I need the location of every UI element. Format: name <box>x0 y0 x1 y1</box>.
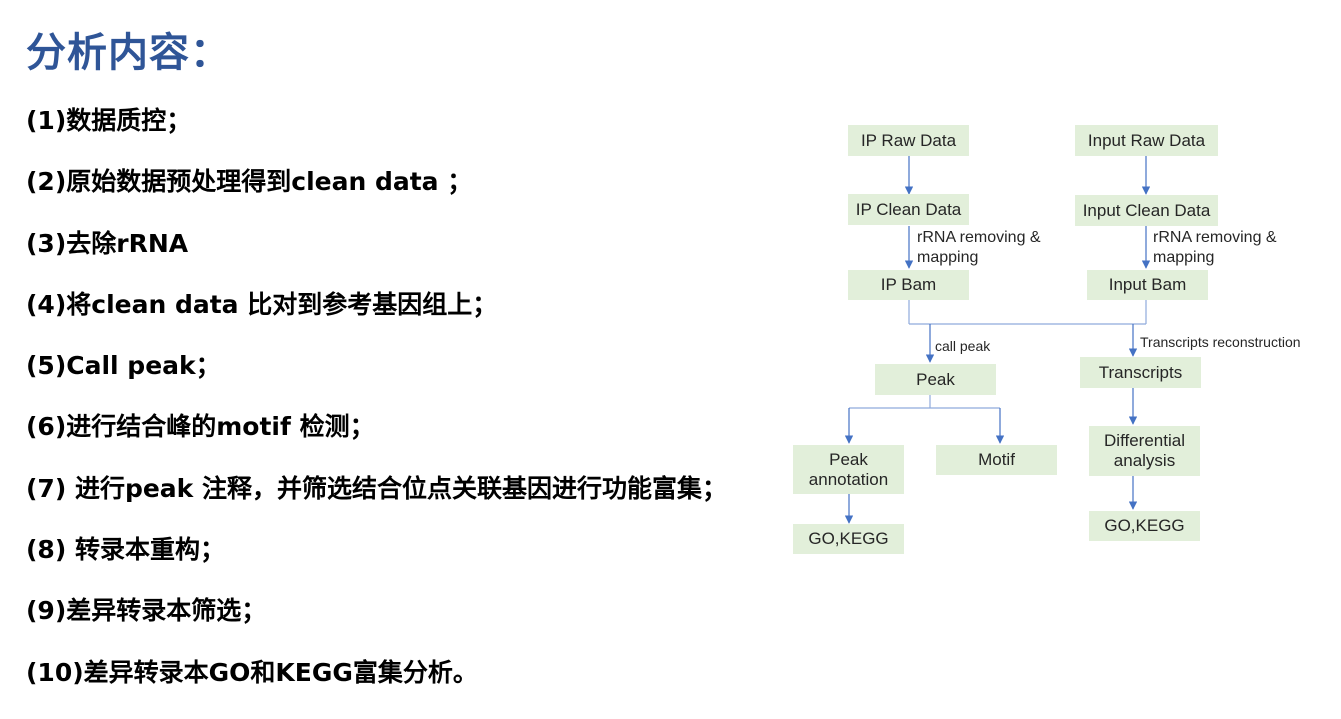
step-item: (1)数据质控； <box>26 106 192 135</box>
node-go-kegg-right: GO,KEGG <box>1089 511 1200 541</box>
step-item: (5)Call peak； <box>26 351 221 381</box>
node-peak-annotation: Peak annotation <box>793 445 904 494</box>
step-item: (7) 进行peak 注释，并筛选结合位点关联基因进行功能富集； <box>26 473 728 503</box>
node-motif: Motif <box>936 445 1057 475</box>
flowchart-connectors <box>844 156 1151 524</box>
step-item: (9)差异转录本筛选； <box>26 596 267 626</box>
step-item: (6)进行结合峰的motif 检测； <box>26 412 375 442</box>
node-differential-analysis: Differential analysis <box>1089 426 1200 476</box>
edge-label-rrna-right: rRNA removing & mapping <box>1153 229 1277 266</box>
node-ip-bam: IP Bam <box>848 270 969 300</box>
edge-label-rrna-left: rRNA removing & mapping <box>917 229 1041 266</box>
node-peak: Peak <box>875 364 996 395</box>
edge-label-transcripts-reconstruction: Transcripts reconstruction <box>1140 334 1301 350</box>
edge-label-call-peak: call peak <box>935 338 991 354</box>
step-item: (8) 转录本重构； <box>26 535 225 565</box>
analysis-steps-list: (1)数据质控； (2)原始数据预处理得到clean data ； (3)去除r… <box>26 106 727 719</box>
merge-lines <box>849 300 1147 409</box>
step-item: (4)将clean data 比对到参考基因组上； <box>26 289 498 319</box>
node-go-kegg-left: GO,KEGG <box>793 524 904 554</box>
node-input-bam: Input Bam <box>1087 270 1208 300</box>
page-title: 分析内容： <box>26 30 231 76</box>
step-item: (10)差异转录本GO和KEGG富集分析。 <box>26 657 478 687</box>
step-item: (2)原始数据预处理得到clean data ； <box>26 167 473 197</box>
node-ip-clean-data: IP Clean Data <box>848 194 969 225</box>
node-transcripts: Transcripts <box>1080 357 1201 388</box>
node-ip-raw-data: IP Raw Data <box>848 125 969 156</box>
node-input-clean-data: Input Clean Data <box>1075 195 1218 226</box>
node-input-raw-data: Input Raw Data <box>1075 125 1218 156</box>
step-item: (3)去除rRNA <box>26 228 189 258</box>
